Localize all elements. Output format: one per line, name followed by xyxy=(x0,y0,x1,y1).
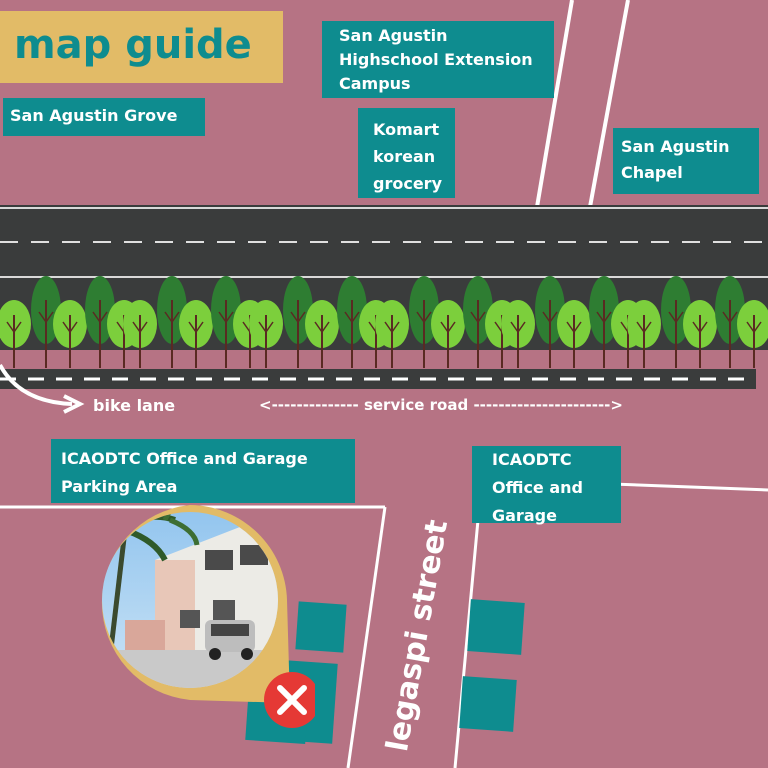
label-text: korean xyxy=(373,147,436,166)
tree-icon xyxy=(249,300,283,368)
legaspi-street-right-edge xyxy=(453,519,480,768)
label-text: Parking Area xyxy=(61,477,178,496)
bike-lane-label: bike lane xyxy=(93,396,176,415)
label-office-garage: ICAODTC Office and Garage xyxy=(472,446,621,525)
office-lot-line xyxy=(611,482,768,492)
label-text: ICAODTC xyxy=(492,450,572,469)
top-road-edge-left xyxy=(535,0,574,208)
label-parking-area: ICAODTC Office and Garage Parking Area xyxy=(51,439,355,503)
service-road-label: <-------------- service road -----------… xyxy=(259,396,623,414)
map-title-box: map guide xyxy=(0,11,283,83)
tree-icon xyxy=(375,300,409,368)
tree-icon xyxy=(0,300,31,368)
label-text: grocery xyxy=(373,174,442,193)
tree-icon xyxy=(179,300,213,368)
tree-icon xyxy=(53,300,87,368)
label-chapel: San Agustin Chapel xyxy=(613,128,759,194)
label-text: Campus xyxy=(339,74,411,93)
tree-icon xyxy=(557,300,591,368)
label-text: Highschool Extension xyxy=(339,50,533,69)
garage-square xyxy=(467,599,525,655)
map-title: map guide xyxy=(14,22,252,68)
legaspi-street-left-edge xyxy=(346,506,387,768)
tree-icon xyxy=(683,300,717,368)
label-komart: Komart korean grocery xyxy=(358,108,455,198)
parking-square xyxy=(295,601,347,653)
tree-icon xyxy=(123,300,157,368)
label-text: Garage xyxy=(492,506,557,525)
label-text: San Agustin xyxy=(339,26,448,45)
label-text: Komart xyxy=(373,120,440,139)
tree-icon xyxy=(431,300,465,368)
top-road-edge-right xyxy=(588,0,630,208)
photo-pin xyxy=(101,505,315,728)
label-highschool: San Agustin Highschool Extension Campus xyxy=(322,21,554,98)
label-text: San Agustin xyxy=(621,137,730,156)
label-san-agustin-grove: San Agustin Grove xyxy=(3,98,205,136)
bike-lane-arrow-head xyxy=(63,394,85,414)
label-text: Office and xyxy=(492,478,583,497)
label-text: San Agustin Grove xyxy=(10,106,178,125)
tree-icon xyxy=(627,300,661,368)
label-text: ICAODTC Office and Garage xyxy=(61,449,308,468)
tree-icon xyxy=(305,300,339,368)
x-mark xyxy=(277,685,307,715)
tree-row xyxy=(0,276,768,368)
tree-icon xyxy=(737,300,768,368)
bike-lane-arrow xyxy=(0,364,73,406)
garage-square xyxy=(459,676,517,732)
tree-icon xyxy=(501,300,535,368)
label-text: Chapel xyxy=(621,163,683,182)
